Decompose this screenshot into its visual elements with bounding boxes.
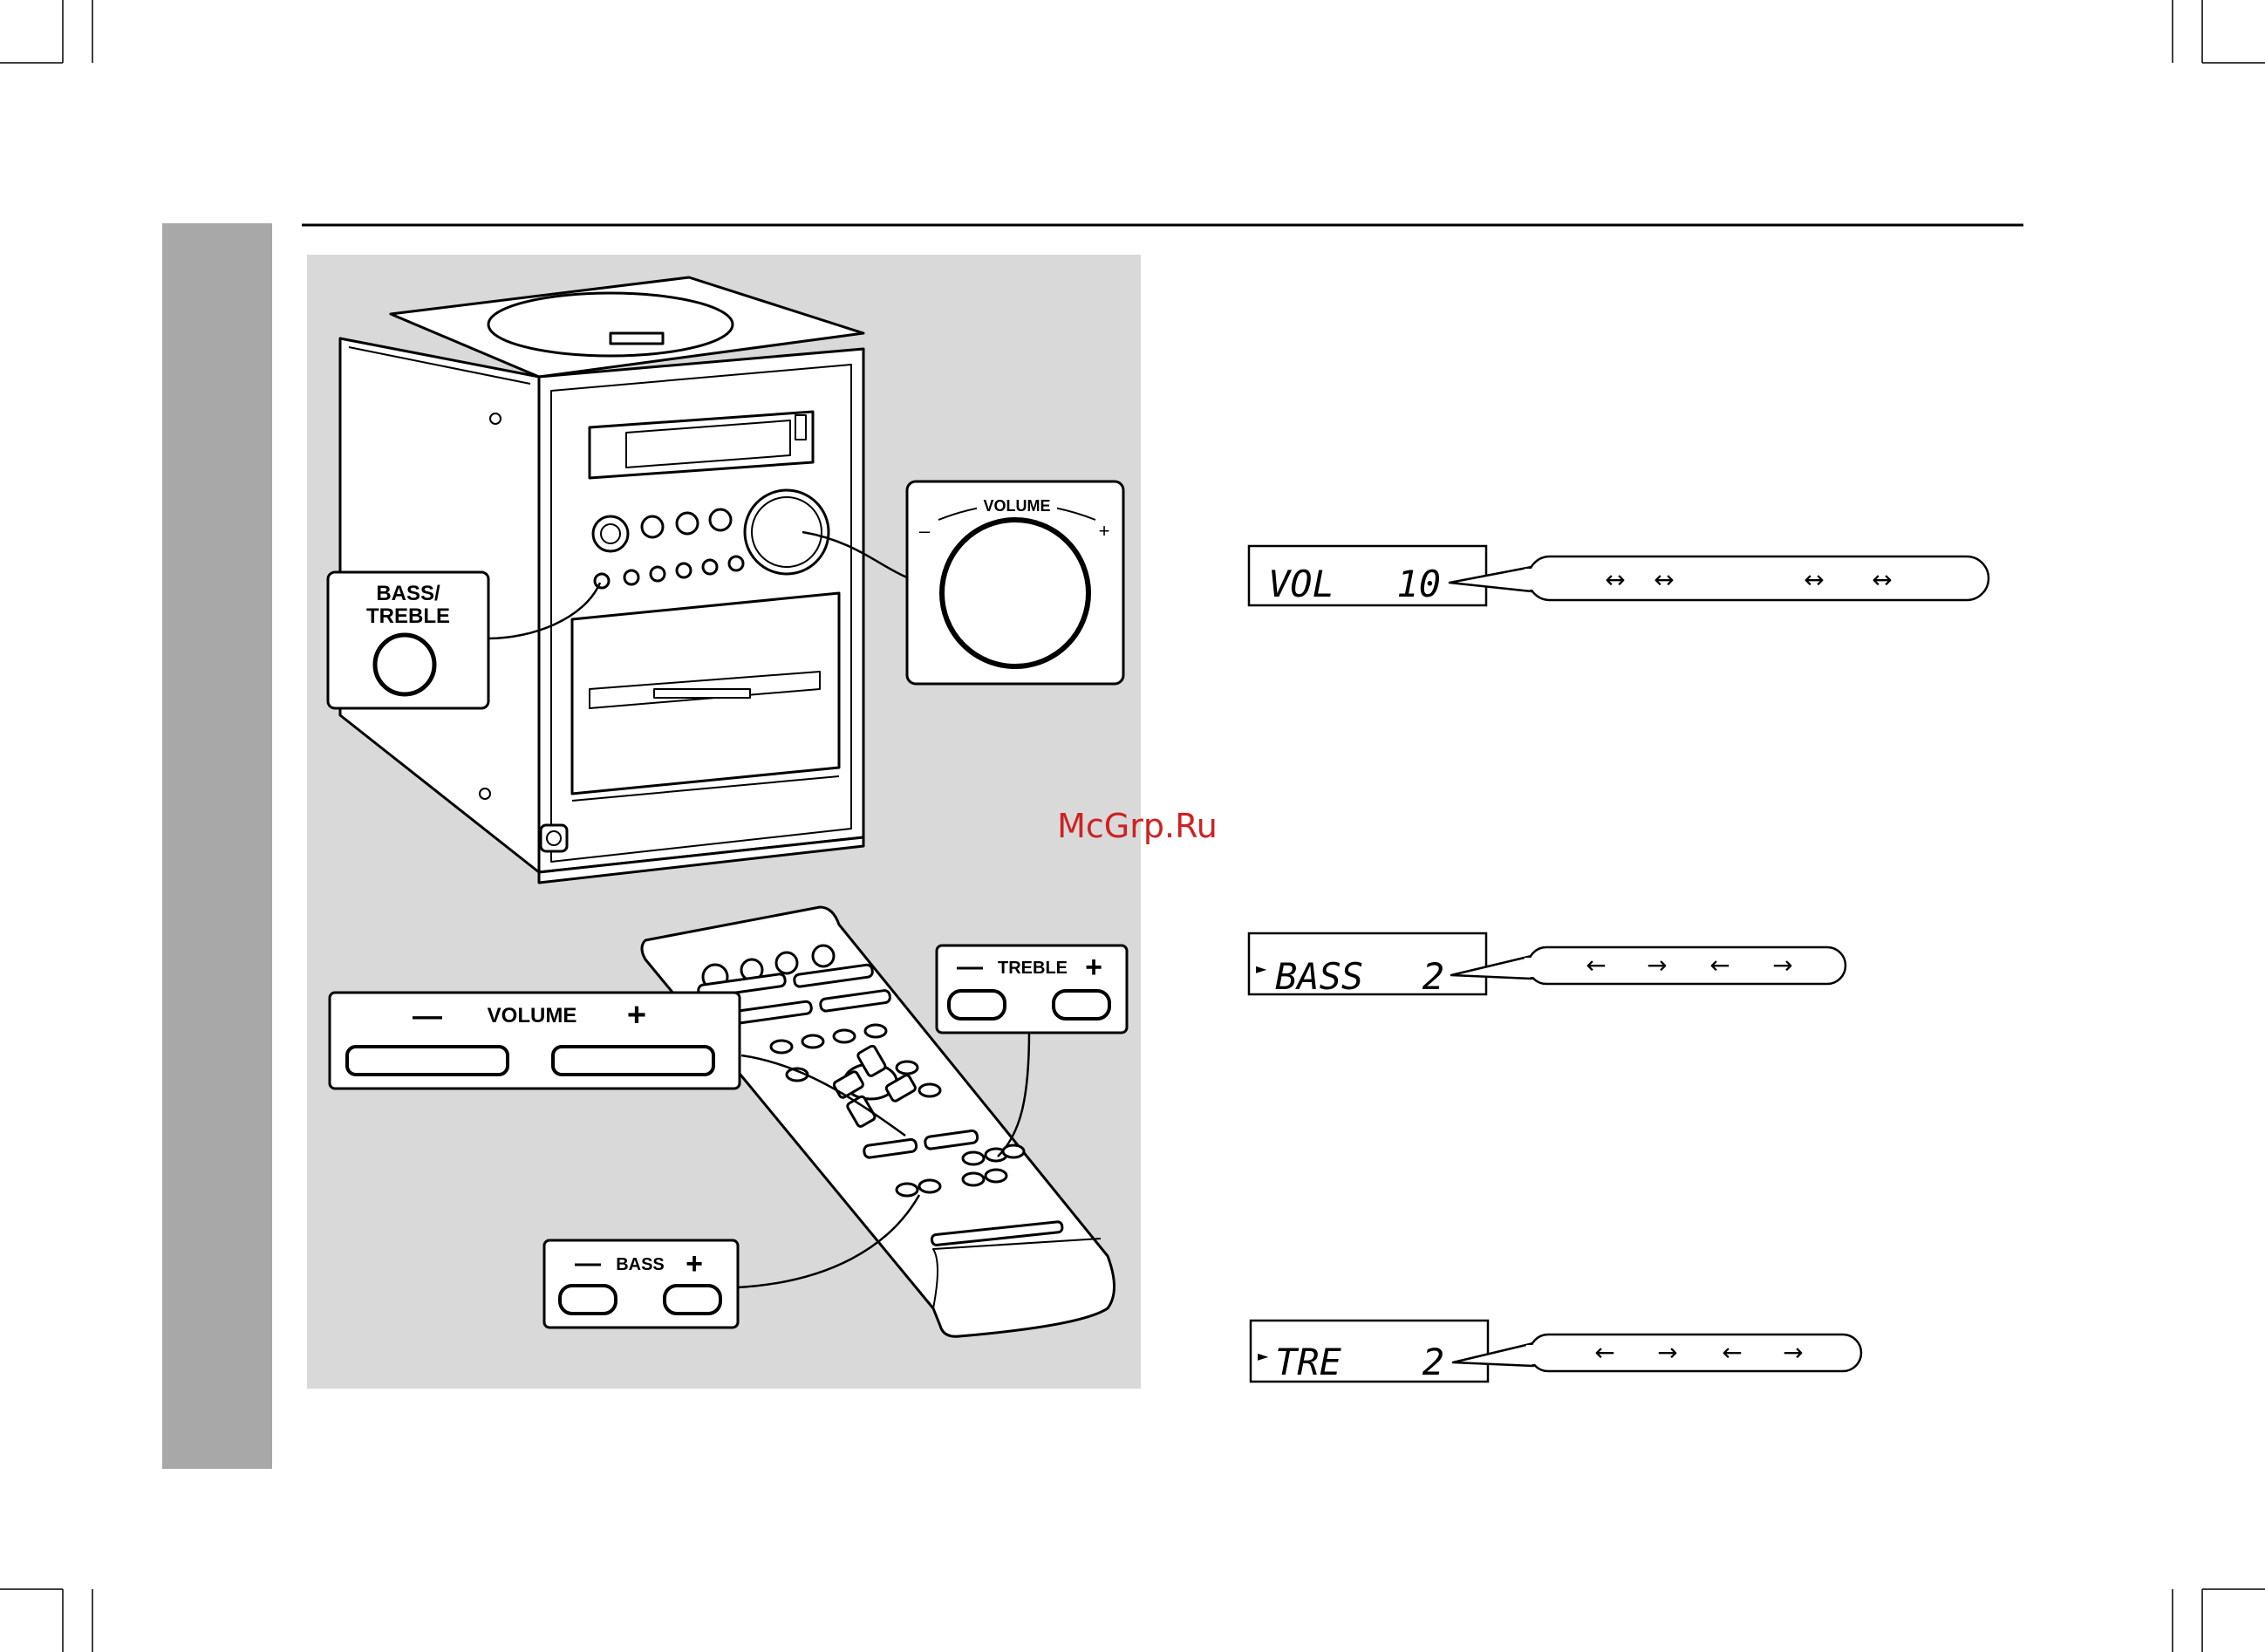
lcd-volume-label: VOL — [1268, 563, 1334, 605]
treble-arrow-3: ← — [1722, 1338, 1742, 1367]
remote-bass-minus: — — [575, 1249, 601, 1278]
lcd-volume-value: 10 — [1396, 563, 1441, 605]
display-volume: VOL 10 ↔ ↔ ↔ ↔ — [1249, 546, 1989, 605]
watermark: McGrp.Ru — [1057, 807, 1218, 845]
bass-arrow-2: → — [1647, 951, 1667, 980]
display-bass: ► BASS 2 ← → ← → — [1249, 933, 1845, 998]
volume-arrow-2: ↔ — [1654, 565, 1674, 594]
remote-treble-up-button[interactable] — [1054, 991, 1109, 1019]
remote-treble-down-button[interactable] — [949, 991, 1005, 1019]
volume-knob-label: VOLUME — [983, 497, 1050, 515]
remote-bass-label: BASS — [616, 1255, 665, 1274]
remote-treble-plus: + — [1085, 951, 1102, 984]
display-treble: ► TRE 2 ← → ← → — [1251, 1321, 1861, 1383]
volume-knob[interactable] — [942, 520, 1088, 666]
volume-arrow-1: ↔ — [1605, 565, 1625, 594]
remote-bass-up-button[interactable] — [665, 1286, 720, 1314]
volume-arrow-3: ↔ — [1804, 565, 1824, 594]
remote-bass-plus: + — [686, 1247, 703, 1280]
lcd-bass-label: BASS — [1275, 955, 1363, 998]
bass-treble-button[interactable] — [375, 635, 434, 694]
section-tab — [162, 223, 272, 1469]
remote-treble-minus: — — [957, 952, 983, 981]
bass-treble-label-line1: BASS/ — [376, 582, 440, 605]
treble-arrow-2: → — [1657, 1338, 1677, 1367]
treble-arrow-1: ← — [1594, 1338, 1614, 1367]
lcd-bass-value: 2 — [1422, 955, 1444, 998]
volume-knob-minus: – — [919, 520, 931, 542]
bass-arrow-1: ← — [1586, 951, 1606, 980]
remote-volume-minus: — — [413, 1000, 442, 1033]
bass-arrow-4: → — [1772, 951, 1792, 980]
treble-arrow-4: → — [1783, 1338, 1803, 1367]
remote-volume-down-button[interactable] — [347, 1047, 508, 1075]
remote-bass-down-button[interactable] — [560, 1286, 616, 1314]
lcd-bass-marker: ► — [1256, 960, 1267, 977]
remote-treble-label: TREBLE — [998, 959, 1068, 978]
remote-volume-label: VOLUME — [488, 1004, 577, 1027]
volume-arrow-4: ↔ — [1872, 565, 1892, 594]
lcd-treble-marker: ► — [1258, 1348, 1269, 1364]
bass-treble-label-line2: TREBLE — [366, 604, 450, 628]
volume-knob-plus: + — [1099, 520, 1110, 542]
remote-volume-plus: + — [627, 997, 646, 1034]
lcd-treble-value: 2 — [1422, 1341, 1444, 1383]
lcd-treble-label: TRE — [1275, 1341, 1342, 1383]
bass-arrow-3: ← — [1709, 951, 1729, 980]
remote-volume-up-button[interactable] — [553, 1047, 713, 1075]
